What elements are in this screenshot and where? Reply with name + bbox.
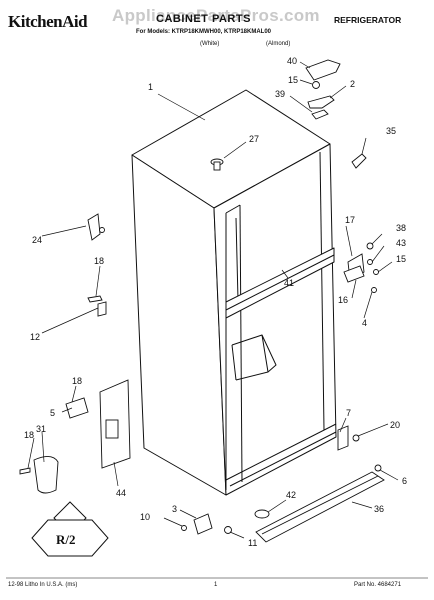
plug-stem	[213, 161, 221, 171]
callout-42: 42	[286, 490, 296, 500]
nut-part	[224, 526, 232, 534]
footer-litho: 12-98 Litho In U.S.A. (ms)	[8, 582, 78, 588]
callout-labels: 40 15 2 39 1 27 35 24 17 38 43 15 18 41 …	[24, 56, 407, 548]
screw-part-5	[19, 467, 31, 475]
cap-part	[351, 153, 367, 169]
pad-part	[33, 456, 59, 494]
callout-5: 5	[50, 408, 55, 418]
callout-6: 6	[402, 476, 407, 486]
panel-window	[105, 419, 119, 439]
callout-39: 39	[275, 89, 285, 99]
callout-35: 35	[386, 126, 396, 136]
callout-15b: 15	[396, 254, 406, 264]
callout-31: 31	[36, 424, 46, 434]
variant-almond: (Almond)	[266, 41, 291, 47]
latch-screw	[99, 227, 105, 233]
revision-logo-text: R/2	[56, 532, 76, 547]
page-title: CABINET PARTS	[156, 13, 251, 25]
callout-41: 41	[284, 278, 294, 288]
bracket-part-2	[65, 397, 89, 419]
callout-24: 24	[32, 235, 42, 245]
page-header: AppliancePartsPros.com KitchenAid CABINE…	[0, 0, 434, 52]
callout-20: 20	[390, 420, 400, 430]
callout-18b: 18	[72, 376, 82, 386]
callout-17: 17	[345, 215, 355, 225]
leader-lines	[27, 61, 399, 539]
hinge-cover-part	[305, 59, 341, 81]
cap-part-2	[254, 509, 270, 519]
screw-part-7	[374, 464, 382, 472]
callout-1: 1	[148, 82, 153, 92]
brand-logo: KitchenAid	[8, 12, 88, 31]
screw-part-2	[373, 269, 379, 275]
callout-18: 18	[94, 256, 104, 266]
latch-part	[87, 213, 101, 241]
callout-15: 15	[288, 75, 298, 85]
shim-part	[311, 109, 329, 120]
footer-part-number: Part No. 4684271	[354, 582, 402, 588]
callout-43: 43	[396, 238, 406, 248]
screw-part	[312, 81, 320, 89]
callout-3: 3	[172, 504, 177, 514]
screw-part-6	[352, 434, 360, 442]
center-hinge-plate	[343, 265, 365, 283]
watermark: AppliancePartsPros.com	[112, 6, 320, 25]
callout-27: 27	[249, 134, 259, 144]
callout-36: 36	[374, 504, 384, 514]
screw-part-8	[181, 525, 187, 531]
washer-part	[366, 242, 374, 250]
category-label: REFRIGERATOR	[334, 15, 402, 25]
callout-38: 38	[396, 223, 406, 233]
bracket-part-3	[337, 425, 349, 451]
roller-part	[193, 513, 213, 535]
bushing-part	[367, 259, 373, 265]
callout-10: 10	[140, 512, 150, 522]
callout-7: 7	[346, 408, 351, 418]
callout-12: 12	[30, 332, 40, 342]
hinge-part	[307, 95, 335, 109]
screw-part-3	[371, 287, 377, 293]
small-parts	[19, 59, 385, 543]
bracket-part	[97, 301, 107, 317]
callout-4: 4	[362, 318, 367, 328]
variant-white: (White)	[200, 41, 220, 47]
callout-11: 11	[248, 538, 257, 548]
revision-logo: R/2	[31, 501, 109, 557]
footer-page-number: 1	[214, 582, 218, 588]
model-numbers: For Models: KTRP18KMWH00, KTRP18KMAL00	[136, 29, 272, 35]
screw-part-4	[87, 295, 103, 303]
callout-2: 2	[350, 79, 355, 89]
callout-40: 40	[287, 56, 297, 66]
callout-16: 16	[338, 295, 348, 305]
callout-18c: 18	[24, 430, 34, 440]
callout-44: 44	[116, 488, 126, 498]
cabinet-outline	[131, 89, 337, 496]
